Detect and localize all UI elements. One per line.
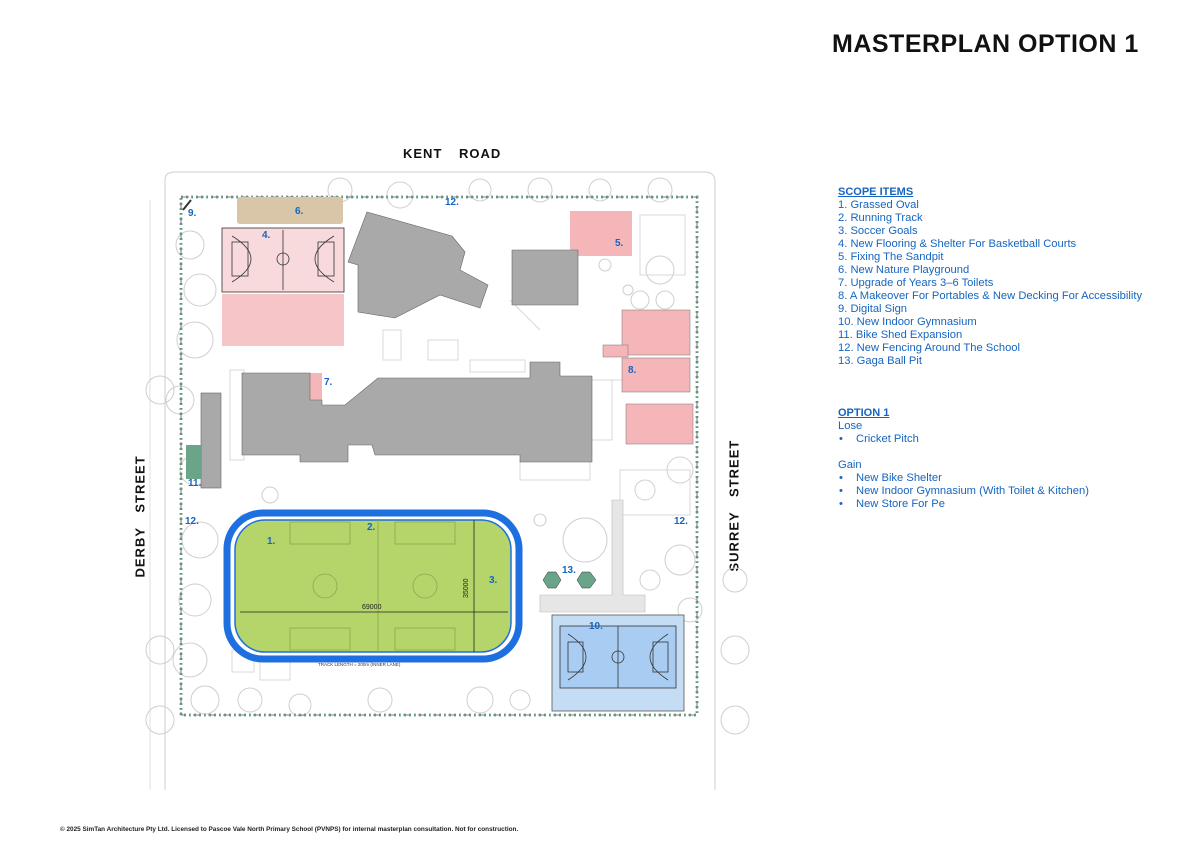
- scope-item: 4. New Flooring & Shelter For Basketball…: [838, 238, 1077, 250]
- gain-item: •New Bike Shelter: [839, 472, 942, 484]
- scope-list: 1. Grassed Oval 2. Running Track 3. Socc…: [838, 199, 1142, 368]
- scope-item: 13. Gaga Ball Pit: [838, 355, 922, 367]
- property-boundary: [180, 196, 698, 716]
- page-title: MASTERPLAN OPTION 1: [832, 30, 1139, 58]
- gaga-pit: [542, 571, 562, 589]
- nature-playground: [237, 197, 343, 224]
- marker-7: 7.: [324, 377, 333, 388]
- gaga-pit-2: [576, 571, 597, 589]
- digital-sign: [182, 199, 192, 211]
- gain-list: •New Bike Shelter •New Indoor Gymnasium …: [838, 472, 1089, 511]
- dimension-width: 35000: [463, 578, 470, 598]
- gain-item: •New Indoor Gymnasium (With Toilet & Kit…: [839, 485, 1089, 497]
- scope-item: 6. New Nature Playground: [838, 264, 970, 276]
- scope-item: 3. Soccer Goals: [838, 225, 918, 237]
- lose-label: Lose: [838, 420, 863, 432]
- scope-heading: SCOPE ITEMS: [838, 186, 914, 198]
- scope-item: 7. Upgrade of Years 3–6 Toilets: [838, 277, 994, 289]
- plan-markers: 1. 2. 3. 4. 5. 6. 7. 8. 9. 10. 11. 12. 1…: [185, 197, 688, 632]
- bullet: •: [839, 433, 843, 445]
- scope-item: 12. New Fencing Around The School: [838, 342, 1021, 354]
- basketball-courts: [221, 227, 345, 346]
- street-label-kent: KENT ROAD: [403, 146, 502, 161]
- scope-item: 11. Bike Shed Expansion: [838, 329, 963, 341]
- scope-item: 5. Fixing The Sandpit: [838, 251, 944, 263]
- marker-10: 10.: [589, 621, 603, 632]
- indoor-gymnasium: [551, 614, 685, 712]
- marker-8: 8.: [628, 365, 637, 376]
- track-note: TRACK LENGTH = 200m (INNER LANE): [318, 662, 401, 667]
- marker-9: 9.: [188, 208, 197, 219]
- option-heading: OPTION 1: [838, 407, 890, 419]
- marker-6: 6.: [295, 206, 304, 217]
- marker-1: 1.: [267, 536, 276, 547]
- toilet-block: [310, 373, 322, 403]
- dimension-length: 69000: [362, 604, 382, 611]
- gain-label: Gain: [838, 459, 862, 471]
- option-legend: OPTION 1 Lose •Cricket Pitch Gain •New B…: [838, 407, 1089, 511]
- lose-list: •Cricket Pitch: [838, 433, 1089, 446]
- scope-item: 10. New Indoor Gymnasium: [838, 316, 977, 328]
- scope-item: 8. A Makeover For Portables & New Deckin…: [838, 290, 1143, 302]
- school-buildings: [200, 211, 593, 489]
- scope-item: 1. Grassed Oval: [838, 199, 919, 211]
- bullet: •: [839, 498, 843, 510]
- marker-13: 13.: [562, 565, 576, 576]
- bike-shed: [186, 445, 201, 479]
- marker-2: 2.: [367, 522, 376, 533]
- portables: [602, 309, 694, 445]
- lose-item: •Cricket Pitch: [839, 433, 919, 445]
- marker-11: 11.: [188, 478, 202, 489]
- marker-3: 3.: [489, 575, 498, 586]
- marker-4: 4.: [262, 230, 271, 241]
- oval-and-track: 69000 35000 TRACK LENGTH = 200m (INNER L…: [223, 509, 523, 667]
- copyright-footer: © 2025 SimTan Architecture Pty Ltd. Lice…: [60, 826, 519, 833]
- bullet: •: [839, 472, 843, 484]
- bullet: •: [839, 485, 843, 497]
- scope-legend: SCOPE ITEMS 1. Grassed Oval 2. Running T…: [838, 186, 1142, 368]
- gain-item: •New Store For Pe: [839, 498, 945, 510]
- marker-12-west: 12.: [185, 516, 199, 527]
- marker-12-north: 12.: [445, 197, 459, 208]
- marker-5: 5.: [615, 238, 624, 249]
- path: [539, 499, 646, 613]
- scope-item: 2. Running Track: [838, 212, 923, 224]
- marker-12-east: 12.: [674, 516, 688, 527]
- sandpit: [570, 211, 632, 256]
- scope-item: 9. Digital Sign: [838, 303, 908, 315]
